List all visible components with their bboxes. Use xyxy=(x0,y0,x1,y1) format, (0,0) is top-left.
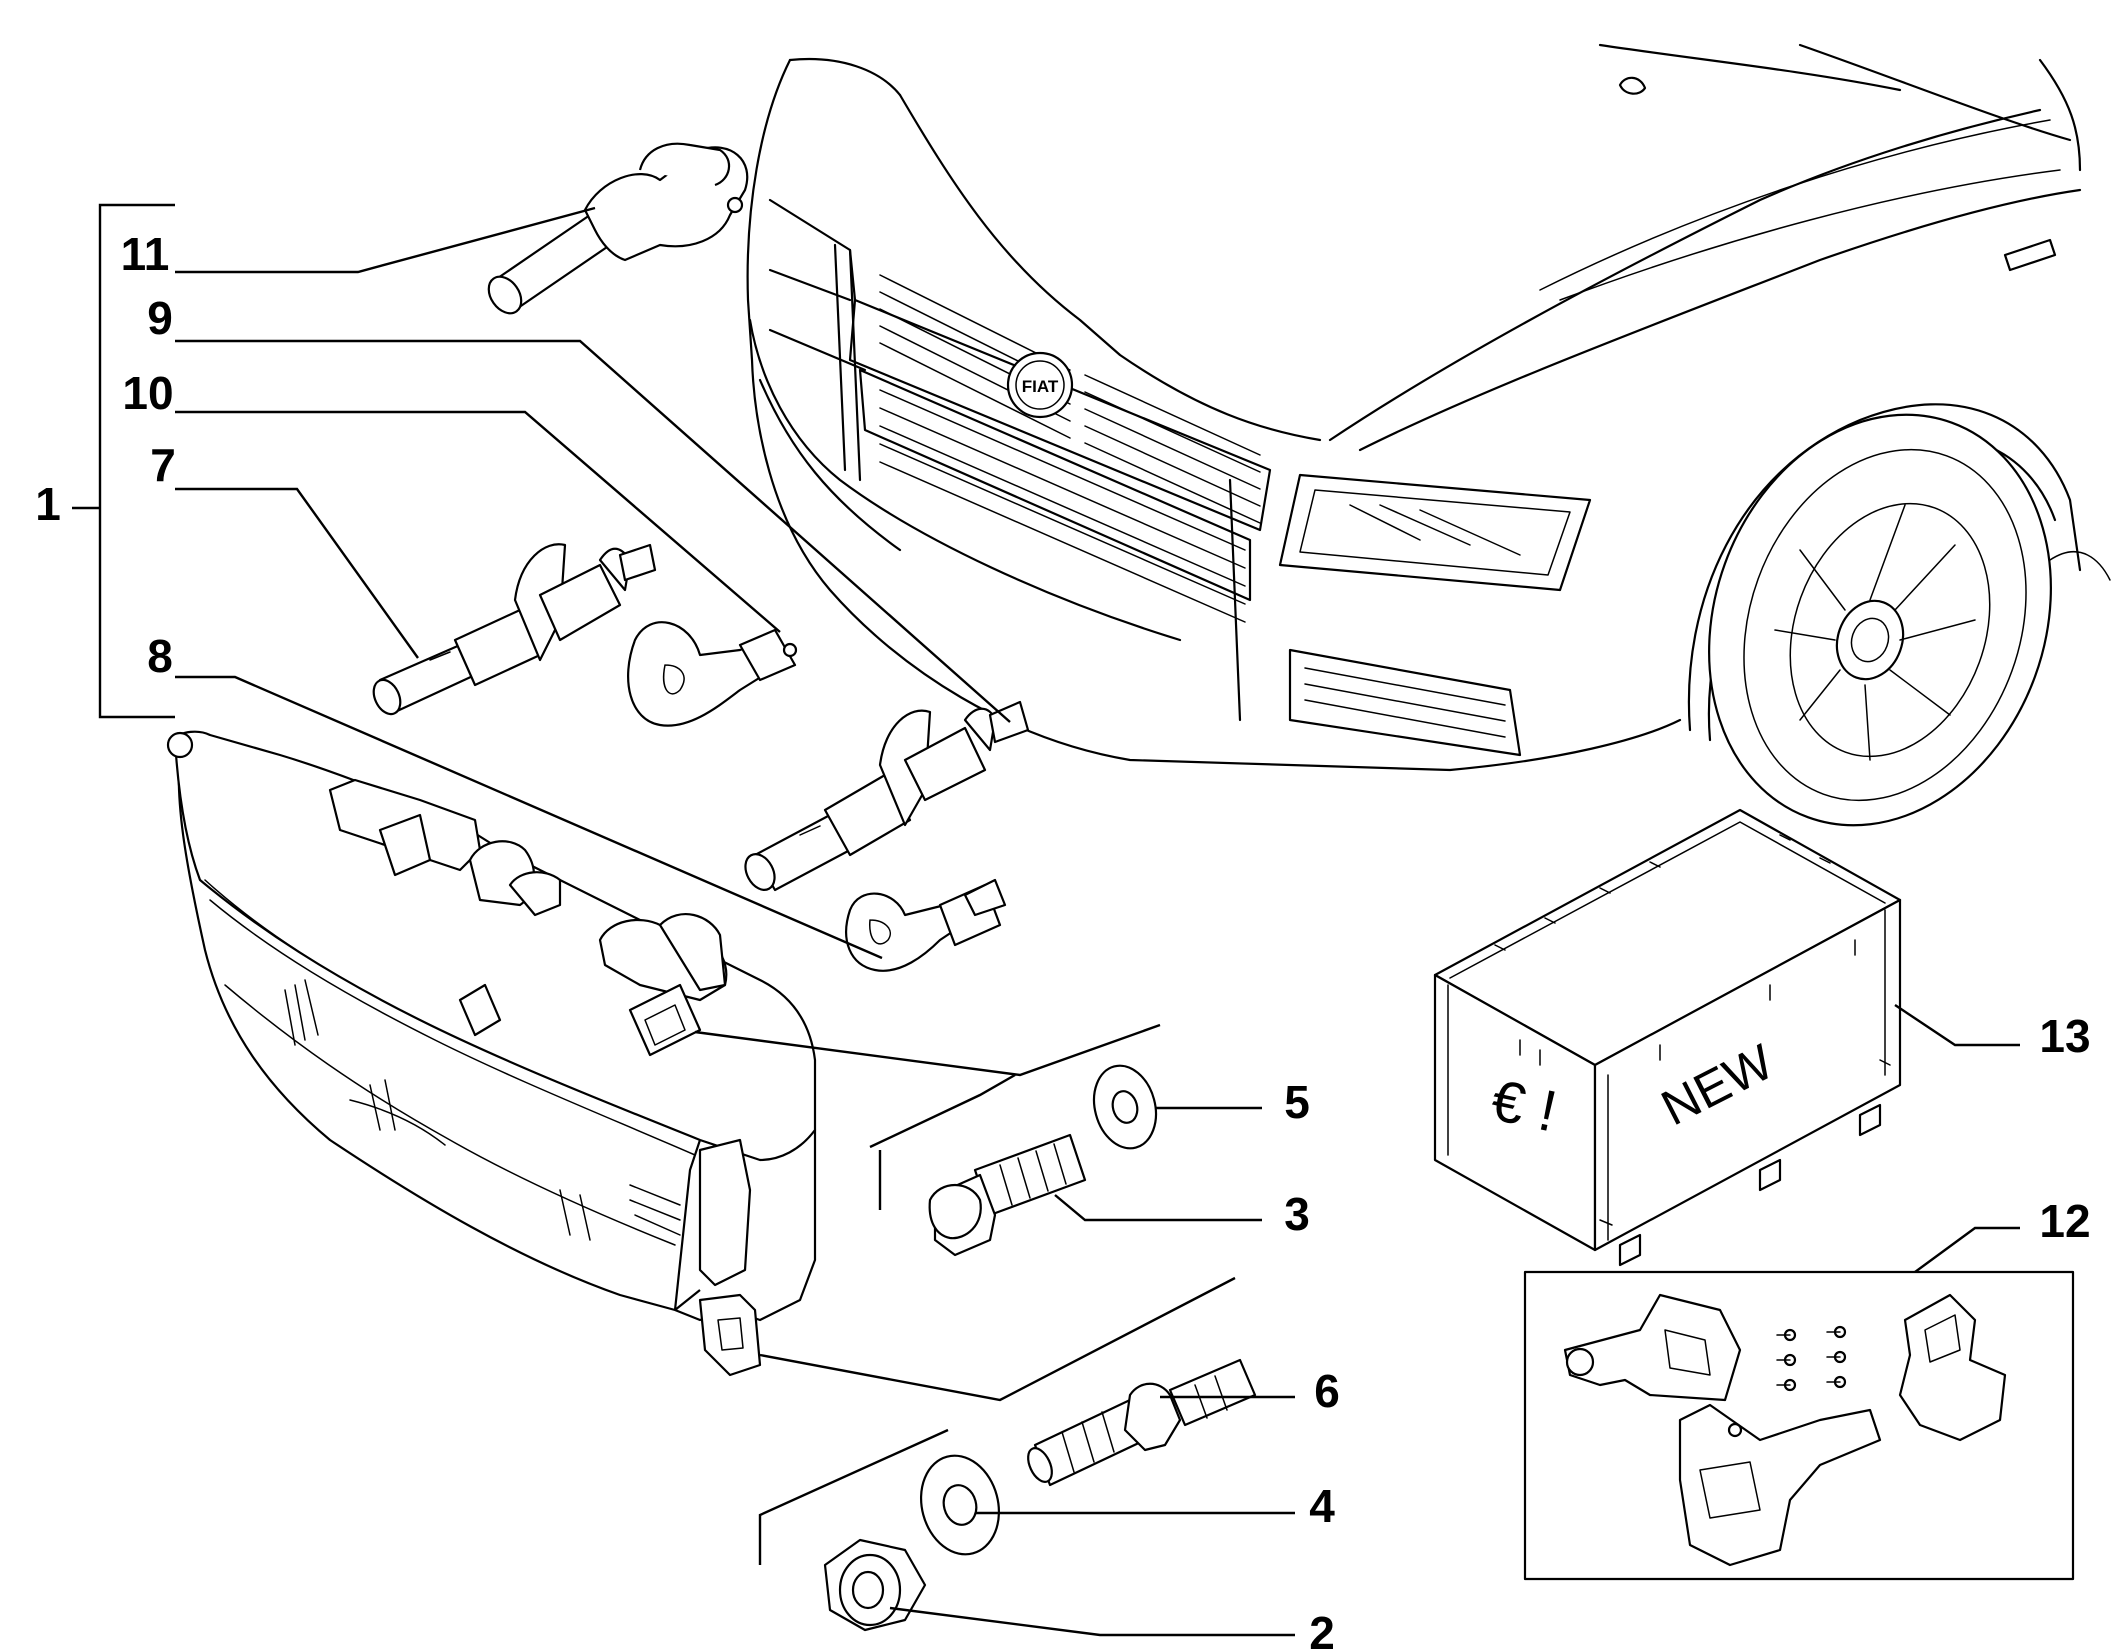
callout-3: 3 xyxy=(1284,1188,1310,1240)
callout-4: 4 xyxy=(1309,1480,1335,1532)
car-front-illustration: FIAT xyxy=(746,43,2111,827)
bulb-9-illustration xyxy=(744,700,1030,892)
callout-8: 8 xyxy=(147,630,173,682)
new-parts-crate-illustration: NEW € ! xyxy=(1433,808,1902,1267)
callout-1: 1 xyxy=(35,478,61,530)
callout-2: 2 xyxy=(1309,1607,1335,1652)
callout-5: 5 xyxy=(1284,1076,1310,1128)
callout-11: 11 xyxy=(121,228,170,280)
headlamp-assembly-illustration xyxy=(166,730,817,1377)
crate-euro-text: € ! xyxy=(1486,1067,1563,1144)
fiat-badge-text: FIAT xyxy=(1022,377,1059,396)
bulb-7-illustration xyxy=(372,543,657,716)
callout-6: 6 xyxy=(1314,1365,1340,1417)
callout-12: 12 xyxy=(2039,1195,2090,1247)
bracket-kit-illustration xyxy=(1523,1270,2075,1581)
bulb-10-illustration xyxy=(627,621,798,727)
callout-7: 7 xyxy=(150,439,176,491)
bulb-11-illustration xyxy=(487,142,749,315)
nut-2-illustration xyxy=(823,1538,927,1632)
callout-10: 10 xyxy=(122,367,173,419)
washer-5-illustration xyxy=(1092,1064,1158,1150)
washer-4-illustration xyxy=(919,1454,1001,1556)
callout-labels: 1 2 3 4 5 6 7 8 9 10 11 12 13 xyxy=(35,228,2090,1652)
leader-lines xyxy=(72,203,2020,1637)
callout-9: 9 xyxy=(147,292,173,344)
callout-13: 13 xyxy=(2039,1010,2090,1062)
bolt-3-illustration xyxy=(928,1133,1087,1257)
stud-6-illustration xyxy=(1027,1358,1257,1487)
bulb-8-illustration xyxy=(845,878,1007,972)
